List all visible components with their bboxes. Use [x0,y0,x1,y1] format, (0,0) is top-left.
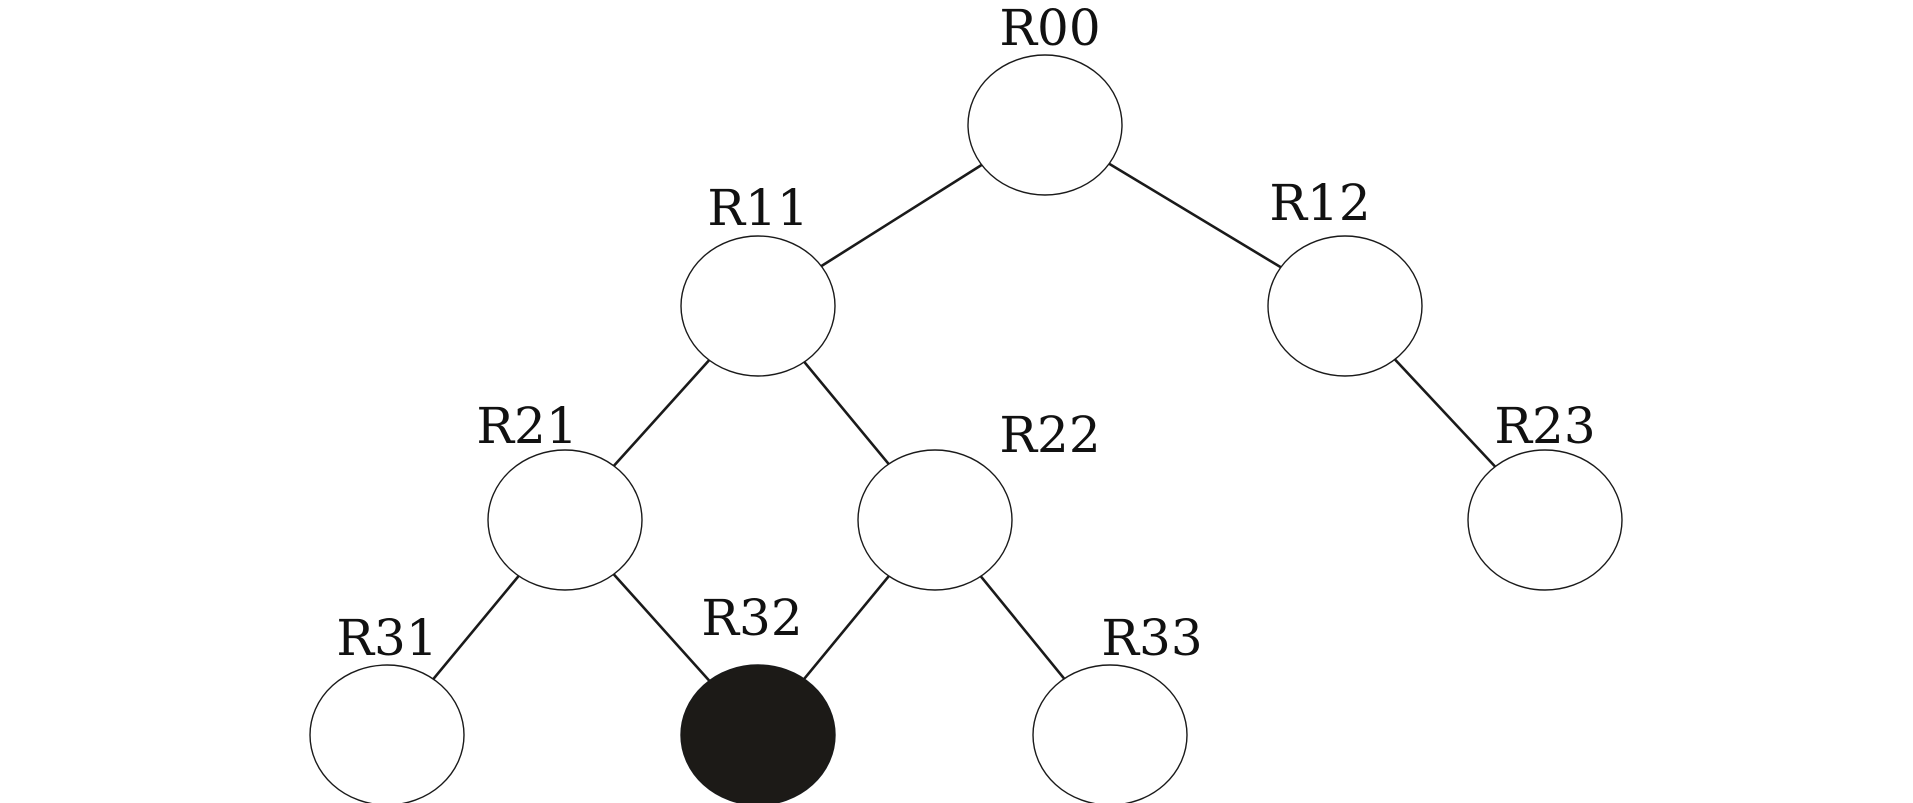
node-r23 [1467,449,1623,591]
node-r22 [857,449,1013,591]
edge-r00-r11 [820,163,983,268]
node-r31 [309,664,465,803]
nodes-layer [309,54,1623,803]
edge-r21-r32 [612,573,711,682]
node-label-r21: R21 [476,397,577,455]
node-label-r22: R22 [999,406,1100,464]
edge-r21-r31 [432,575,520,680]
node-r32-highlighted [680,664,836,803]
node-label-r32: R32 [701,589,802,647]
edges-layer [432,162,1497,682]
node-label-r33: R33 [1101,609,1202,667]
edge-r00-r12 [1108,162,1282,269]
node-label-r12: R12 [1269,174,1370,232]
node-label-r31: R31 [336,609,437,667]
node-r33 [1032,664,1188,803]
edge-r11-r21 [612,359,711,467]
node-label-r11: R11 [707,179,808,237]
node-r00 [967,54,1123,196]
node-label-r23: R23 [1494,397,1595,455]
node-r11 [680,235,836,377]
node-r12 [1267,235,1423,377]
node-label-r00: R00 [999,0,1100,57]
edge-r22-r32 [803,575,890,680]
edge-r11-r22 [803,361,890,465]
node-r21 [487,449,643,591]
edge-r22-r33 [979,575,1066,680]
edge-r12-r23 [1393,358,1497,468]
